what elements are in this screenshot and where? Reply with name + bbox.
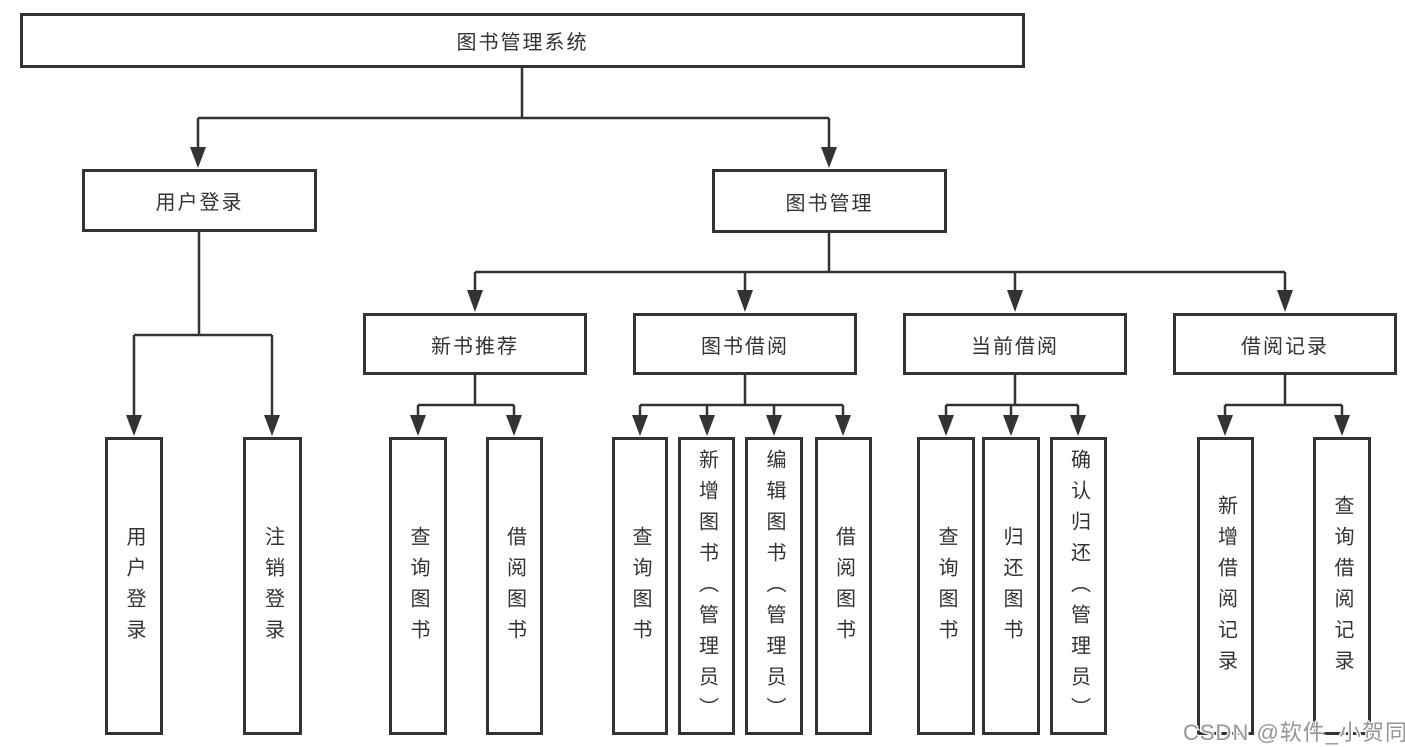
leaf-user-login: 用户登录	[105, 437, 163, 735]
leaf-confirm-return-admin: 确认归还（管理员）	[1050, 437, 1107, 735]
leaf-edit-books-admin: 编辑图书（管理员）	[745, 437, 803, 735]
node-new-book-recommendation: 新书推荐	[363, 313, 587, 375]
node-user-login: 用户登录	[82, 169, 317, 232]
csdn-watermark: CSDN @软件_小贺同学	[1183, 720, 1405, 745]
connector-new-book-to-leaves	[410, 375, 522, 436]
leaf-add-borrowing-record: 新增借阅记录	[1197, 437, 1254, 735]
leaf-query-books-borrowing: 查询图书	[612, 437, 668, 735]
connector-book-borrowing-to-leaves	[632, 375, 851, 436]
node-book-borrowing: 图书借阅	[633, 313, 857, 375]
leaf-query-borrowing-record: 查询借阅记录	[1313, 437, 1371, 735]
leaf-logout: 注销登录	[243, 437, 302, 735]
connector-book-management-to-level3	[467, 233, 1293, 312]
connector-root-to-level2	[190, 68, 837, 168]
leaf-query-books-current: 查询图书	[917, 437, 975, 735]
leaf-borrow-books: 借阅图书	[815, 437, 872, 735]
node-library-management-system: 图书管理系统	[20, 13, 1025, 68]
node-book-management: 图书管理	[712, 169, 947, 233]
leaf-query-books-recommend: 查询图书	[389, 437, 447, 735]
connector-user-login-to-leaves	[126, 232, 280, 436]
connector-borrowing-records-to-leaves	[1217, 375, 1350, 436]
connector-current-borrowing-to-leaves	[938, 375, 1086, 436]
leaf-add-books-admin: 新增图书（管理员）	[678, 437, 735, 735]
leaf-return-books: 归还图书	[982, 437, 1040, 735]
node-borrowing-records: 借阅记录	[1173, 313, 1397, 375]
leaf-borrow-books-recommend: 借阅图书	[486, 437, 543, 735]
node-current-borrowing: 当前借阅	[903, 313, 1127, 375]
